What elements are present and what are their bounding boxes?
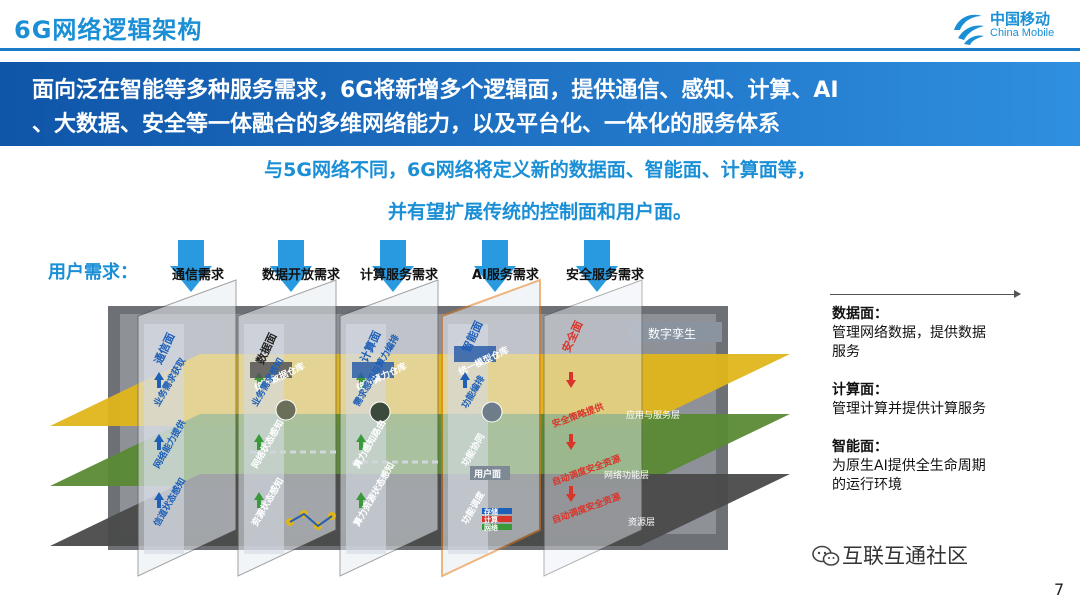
demand-compute: 计算服务需求 [360, 264, 438, 283]
banner-line-1: 面向泛在智能等多种服务需求，6G将新增多个逻辑面，提供通信、感知、计算、AI [32, 72, 839, 104]
page-title: 6G网络逻辑架构 [14, 10, 202, 45]
side-item-compute-line-1: 管理计算并提供计算服务 [832, 401, 986, 417]
logo-icon [950, 10, 988, 46]
demand-comm: 通信需求 [172, 264, 224, 283]
layer-label-app: 应用与服务层 [626, 408, 680, 421]
plane-data [238, 280, 336, 576]
demand-security: 安全服务需求 [566, 264, 644, 283]
side-item-ai-line-1: 为原生AI提供全生命周期 [832, 458, 986, 474]
banner-line-2: 、大数据、安全等一体融合的多维网络能力，以及平台化、一体化的服务体系 [32, 106, 780, 138]
digital-twin-label: 数字孪生 [648, 325, 696, 342]
side-item-compute-title: 计算面： [832, 382, 888, 398]
layer-label-network: 网络功能层 [604, 468, 649, 481]
pointer-line [830, 294, 1020, 295]
layer-label-resource: 资源层 [628, 515, 655, 528]
demand-ai: AI服务需求 [472, 264, 539, 283]
side-item-data-line-2: 服务 [832, 344, 860, 360]
subtitle-line-1: 与5G网络不同，6G网络将定义新的数据面、智能面、计算面等， [0, 155, 1080, 182]
headline-banner: 面向泛在智能等多种服务需求，6G将新增多个逻辑面，提供通信、感知、计算、AI 、… [0, 62, 1080, 146]
wechat-icon [812, 545, 840, 567]
side-item-data-title: 数据面： [832, 306, 888, 322]
watermark: 互联互通社区 [842, 540, 968, 570]
title-divider [0, 48, 1080, 51]
logo-text-cn: 中国移动 [990, 8, 1050, 29]
plane-comm [138, 280, 236, 576]
plane-compute [340, 280, 438, 576]
side-item-data-line-1: 管理网络数据，提供数据 [832, 325, 986, 341]
side-item-data: 数据面： 管理网络数据，提供数据 服务 [832, 305, 986, 362]
res-tag-3: 网络 [484, 523, 498, 533]
demand-data-open: 数据开放需求 [262, 264, 340, 283]
side-item-ai: 智能面： 为原生AI提供全生命周期 的运行环境 [832, 438, 986, 495]
subtitle-line-2: 并有望扩展传统的控制面和用户面。 [0, 197, 1080, 224]
user-plane-label: 用户面 [474, 467, 501, 480]
page-number: 7 [1054, 580, 1064, 599]
pointer-arrowhead [1014, 290, 1021, 298]
side-item-ai-line-2: 的运行环境 [832, 477, 902, 493]
china-mobile-logo: 中国移动 China Mobile [948, 6, 1072, 46]
architecture-diagram [0, 230, 820, 590]
side-item-compute: 计算面： 管理计算并提供计算服务 [832, 381, 986, 419]
logo-text-en: China Mobile [990, 27, 1054, 39]
side-item-ai-title: 智能面： [832, 439, 888, 455]
